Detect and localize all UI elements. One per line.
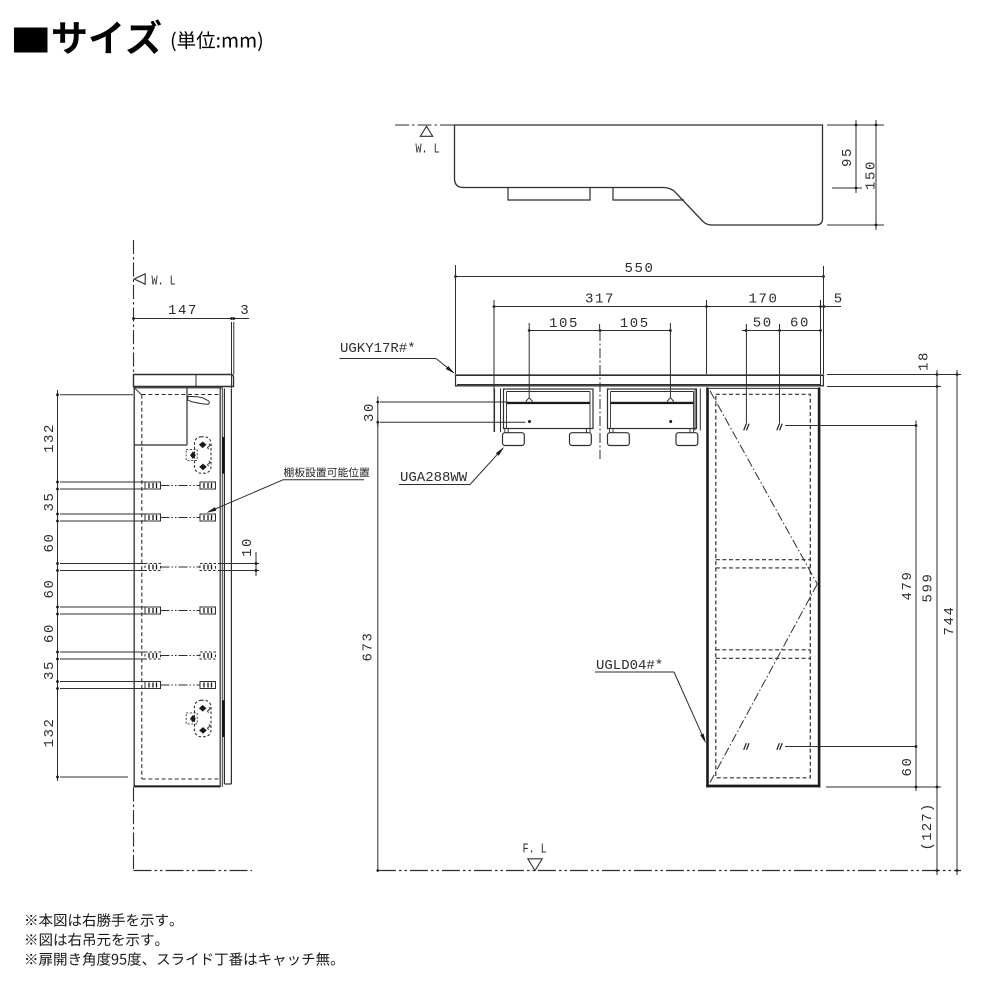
svg-text:UGLD04#*: UGLD04#*	[596, 658, 663, 674]
svg-text:132: 132	[42, 423, 58, 453]
svg-text:95: 95	[840, 147, 856, 167]
svg-text:60: 60	[790, 316, 810, 332]
svg-text:35: 35	[42, 660, 58, 680]
svg-text:W. L: W. L	[152, 273, 176, 289]
svg-text:317: 317	[585, 291, 615, 307]
svg-text:479: 479	[900, 570, 916, 600]
svg-text:35: 35	[42, 491, 58, 511]
svg-text:60: 60	[42, 623, 58, 643]
svg-text:F. L: F. L	[523, 841, 547, 857]
svg-text:30: 30	[362, 402, 378, 422]
svg-text:132: 132	[42, 717, 58, 747]
svg-text:50: 50	[753, 316, 773, 332]
svg-text:UGKY17R#*: UGKY17R#*	[340, 341, 416, 357]
svg-text:744: 744	[942, 605, 958, 635]
svg-text:5: 5	[834, 291, 842, 307]
svg-text:60: 60	[42, 578, 58, 598]
svg-text:10: 10	[240, 537, 256, 557]
svg-text:170: 170	[748, 291, 778, 307]
svg-text:147: 147	[168, 303, 198, 319]
svg-text:(127): (127)	[920, 802, 936, 850]
svg-text:60: 60	[900, 756, 916, 776]
svg-text:150: 150	[864, 160, 880, 190]
svg-text:UGA288WW: UGA288WW	[400, 470, 468, 486]
svg-text:673: 673	[361, 631, 377, 661]
svg-text:599: 599	[921, 572, 937, 602]
svg-text:105: 105	[549, 316, 579, 332]
svg-text:60: 60	[42, 532, 58, 552]
svg-text:18: 18	[917, 351, 933, 371]
svg-text:105: 105	[620, 316, 650, 332]
svg-text:3: 3	[240, 303, 248, 319]
svg-text:W. L: W. L	[416, 141, 440, 157]
svg-text:550: 550	[624, 261, 654, 277]
